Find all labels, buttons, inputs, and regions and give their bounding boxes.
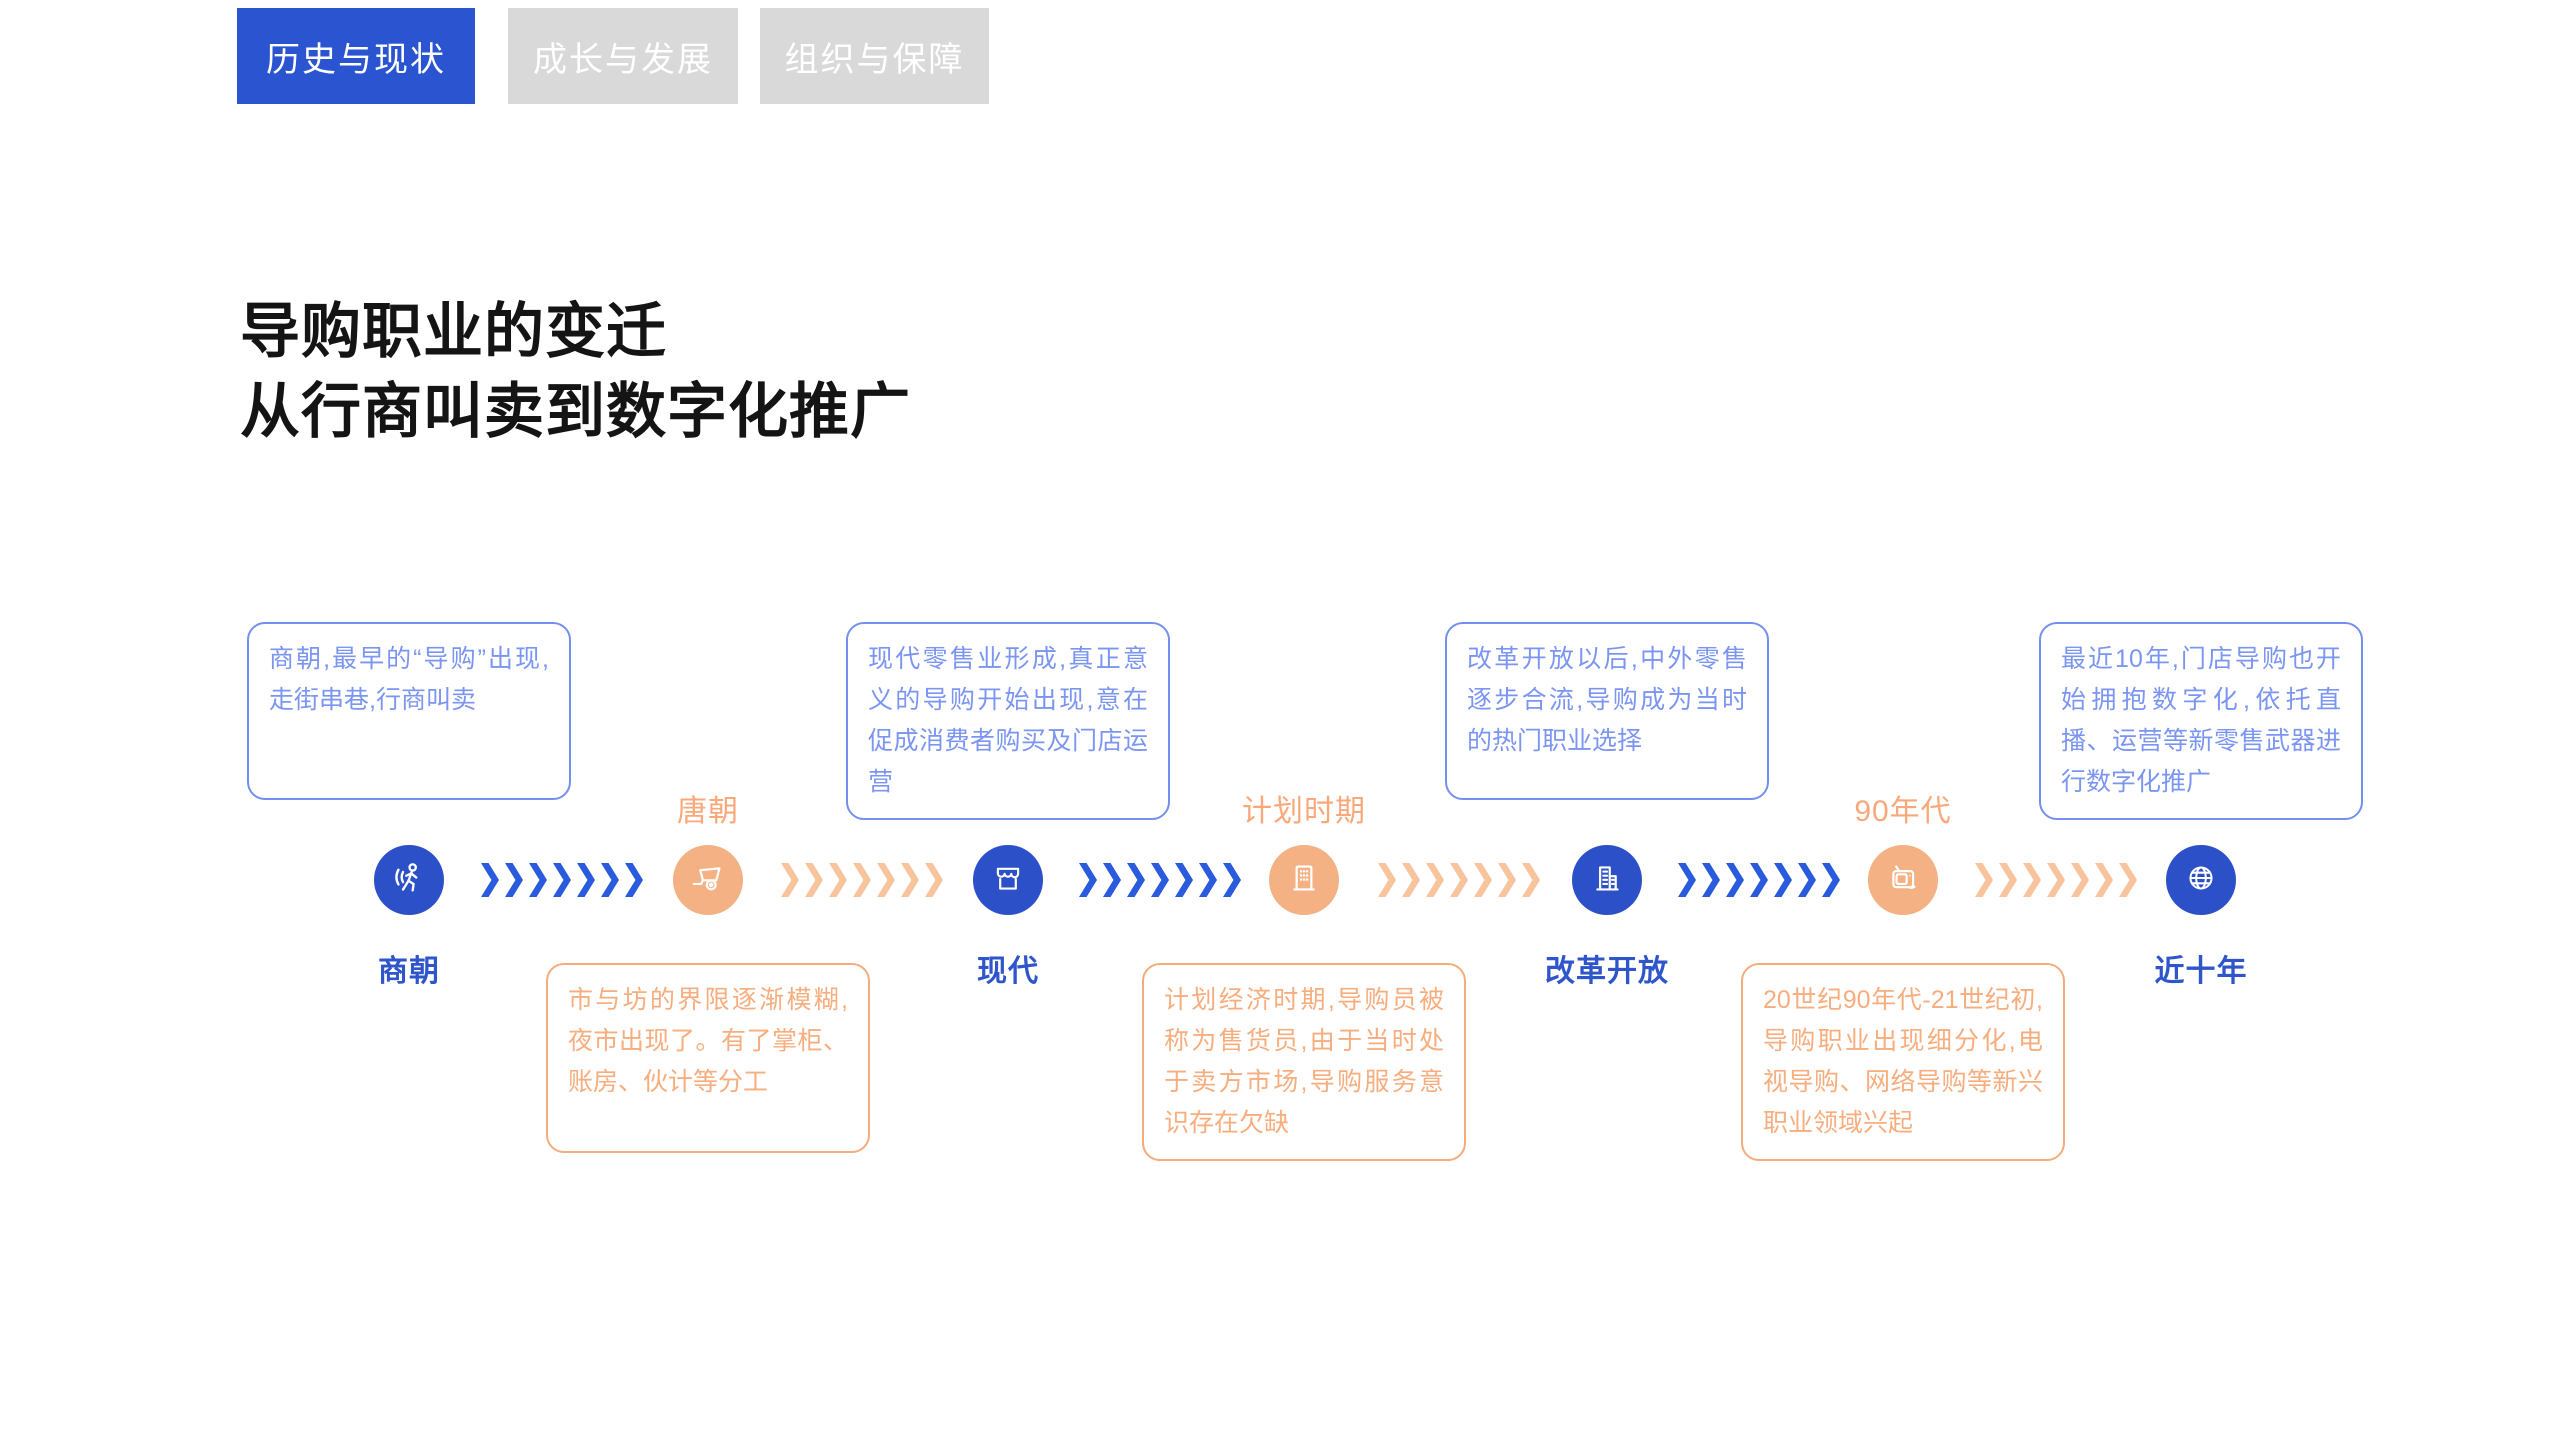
era-label-shang-dynasty: 商朝 (378, 955, 440, 988)
timeline-node-modern (973, 845, 1043, 915)
era-label-planned-period: 计划时期 (1242, 795, 1366, 828)
era-label-tang-dynasty: 唐朝 (677, 795, 739, 828)
title-line-2: 从行商叫卖到数字化推广 (240, 378, 911, 445)
callout-nineties: 20世纪90年代-21世纪初,导购职业出现细分化,电视导购、网络导购等新兴职业领… (1741, 963, 2065, 1161)
callout-planned-economy: 计划经济时期,导购员被称为售货员,由于当时处于卖方市场,导购服务意识存在欠缺 (1142, 963, 1466, 1161)
callout-shang-dynasty: 商朝,最早的“导购”出现,走街串巷,行商叫卖 (247, 622, 571, 800)
chevron-connector (1079, 863, 1241, 897)
chevron-connector (781, 863, 943, 897)
timeline-node-recent (2166, 845, 2236, 915)
timeline-node-nineties (1868, 845, 1938, 915)
era-label-recent-decade: 近十年 (2154, 955, 2248, 988)
callout-tang-dynasty: 市与坊的界限逐渐模糊,夜市出现了。有了掌柜、账房、伙计等分工 (546, 963, 870, 1153)
callout-modern-era: 现代零售业形成,真正意义的导购开始出现,意在促成消费者购买及门店运营 (846, 622, 1170, 820)
storefront-icon (986, 856, 1030, 905)
callout-reform-opening: 改革开放以后,中外零售逐步合流,导购成为当时的热门职业选择 (1445, 622, 1769, 800)
chevron-connector (1678, 863, 1840, 897)
callout-recent-decade: 最近10年,门店导购也开始拥抱数字化,依托直播、运营等新零售武器进行数字化推广 (2039, 622, 2363, 820)
title-line-1: 导购职业的变迁 (240, 298, 667, 365)
office-building-icon (1282, 856, 1326, 905)
tab-history-status[interactable]: 历史与现状 (237, 8, 475, 104)
walking-person-icon (387, 856, 431, 905)
era-label-reform-opening: 改革开放 (1545, 955, 1669, 988)
chevron-connector (481, 863, 643, 897)
tab-organization-support[interactable]: 组织与保障 (760, 8, 989, 104)
hand-cart-icon (686, 856, 730, 905)
timeline-node-tang (673, 845, 743, 915)
city-buildings-icon (1585, 856, 1629, 905)
page-title: 导购职业的变迁 从行商叫卖到数字化推广 (240, 292, 911, 452)
television-icon (1881, 856, 1925, 905)
era-label-modern-era: 现代 (977, 955, 1039, 988)
timeline-node-shang (374, 845, 444, 915)
era-label-nineties: 90年代 (1854, 795, 1952, 828)
chevron-connector (1378, 863, 1540, 897)
timeline-node-planned (1269, 845, 1339, 915)
chevron-connector (1975, 863, 2137, 897)
timeline-node-reform (1572, 845, 1642, 915)
globe-icon (2179, 856, 2223, 905)
tab-growth-development[interactable]: 成长与发展 (508, 8, 738, 104)
